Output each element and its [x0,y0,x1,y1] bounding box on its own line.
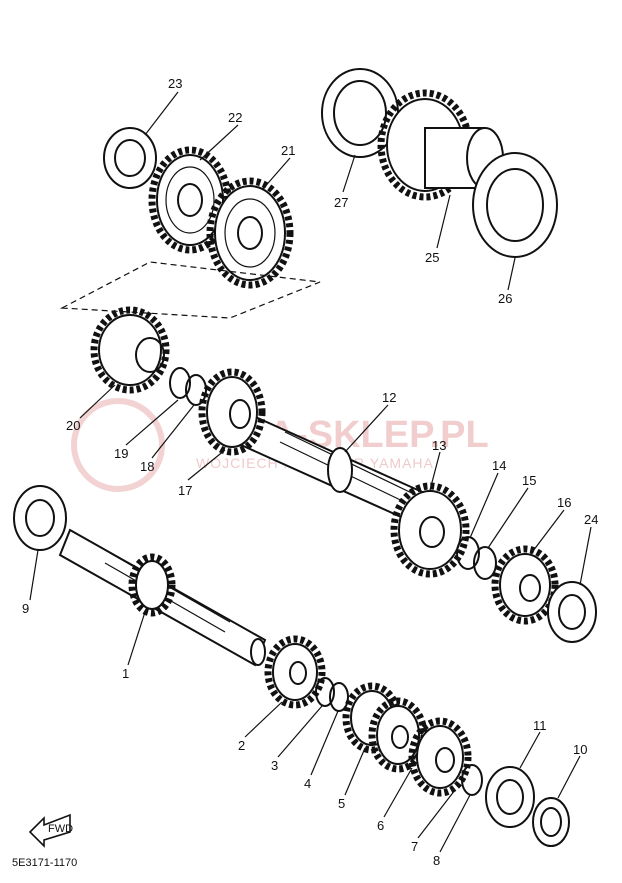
label-27: 27 [334,195,348,210]
bearing-23 [103,127,157,189]
washer-3 [315,677,335,707]
label-17: 17 [178,483,192,498]
gear-25 [377,89,504,201]
gear-17 [198,368,266,456]
oil-seal-10 [532,797,570,847]
circlip-8 [461,764,483,796]
washer-15 [473,546,497,580]
label-24: 24 [584,512,598,527]
part-labels: 23 22 21 27 25 26 20 19 18 17 12 13 14 1… [22,76,598,868]
label-2: 2 [238,738,245,753]
label-1: 1 [122,666,129,681]
label-3: 3 [271,758,278,773]
label-26: 26 [498,291,512,306]
label-9: 9 [22,601,29,616]
gear-7 [408,717,472,797]
washer-19 [169,367,191,399]
gear-20 [90,306,170,394]
label-18: 18 [140,459,154,474]
label-8: 8 [433,853,440,868]
circlip-14 [456,536,480,570]
label-4: 4 [304,776,311,791]
label-6: 6 [377,818,384,833]
bearing-11 [485,766,535,828]
fwd-label: FWD [48,823,73,835]
bearing-9 [13,485,67,551]
bearing-24 [547,581,597,643]
label-25: 25 [425,250,439,265]
label-20: 20 [66,418,80,433]
alternate-parts-bracket [59,261,321,319]
leader-lines [29,91,592,853]
circlip-4 [329,682,349,712]
label-19: 19 [114,446,128,461]
label-21: 21 [281,143,295,158]
main-axle-1 [58,528,267,667]
label-11: 11 [533,718,547,733]
label-10: 10 [573,742,587,757]
label-15: 15 [522,473,536,488]
label-7: 7 [411,839,418,854]
label-16: 16 [557,495,571,510]
label-14: 14 [492,458,506,473]
bearing-26 [472,152,558,258]
gear-16 [491,545,559,625]
gear-21 [206,177,294,289]
gear-2 [264,635,326,709]
label-12: 12 [382,390,396,405]
circlip-18 [185,374,207,406]
fwd-arrow-icon: FWD [28,813,73,848]
gear-13 [390,482,470,578]
label-5: 5 [338,796,345,811]
label-13: 13 [432,438,446,453]
diagram-code: 5E3171-1170 [12,857,77,869]
label-22: 22 [228,110,242,125]
label-23: 23 [168,76,182,91]
